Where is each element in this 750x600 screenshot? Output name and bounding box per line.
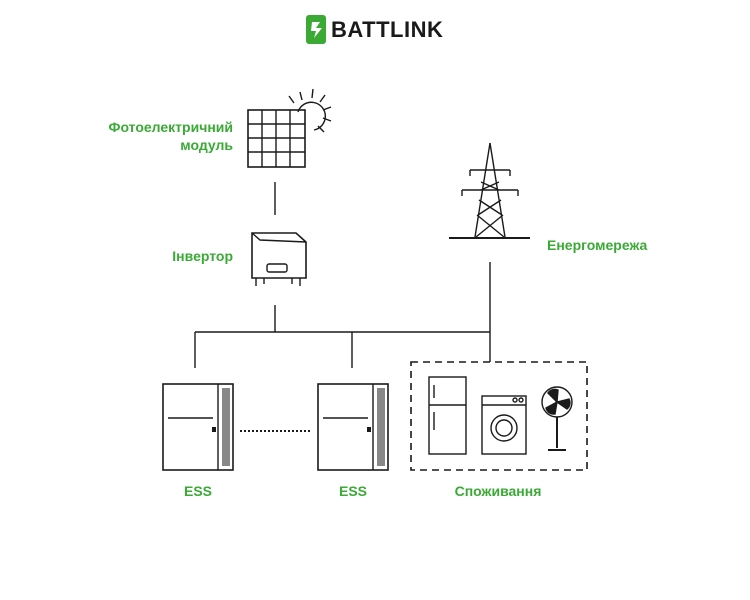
consumption-group <box>410 361 588 471</box>
fridge-icon <box>428 376 467 455</box>
solar-panel-icon <box>247 88 332 168</box>
ess-cabinet-1 <box>162 383 234 471</box>
consumption-label: Споживання <box>454 483 542 499</box>
power-tower-icon <box>449 142 530 239</box>
ess-label-1: ESS <box>183 483 212 499</box>
pv-label-line1: Фотоелектричний <box>108 119 233 135</box>
fan-icon <box>541 386 573 451</box>
battlink-logo-icon <box>306 15 326 44</box>
pv-label: Фотоелектричний модуль <box>88 118 233 154</box>
pv-label-line2: модуль <box>180 137 233 153</box>
inverter-icon <box>251 232 307 286</box>
grid-label: Енергомережа <box>547 237 648 253</box>
inverter-label: Інвертор <box>172 248 233 264</box>
washing-machine-icon <box>481 395 527 455</box>
brand-name: BATTLINK <box>331 17 444 42</box>
ess-label-2: ESS <box>338 483 367 499</box>
ess-cabinet-2 <box>317 383 389 471</box>
